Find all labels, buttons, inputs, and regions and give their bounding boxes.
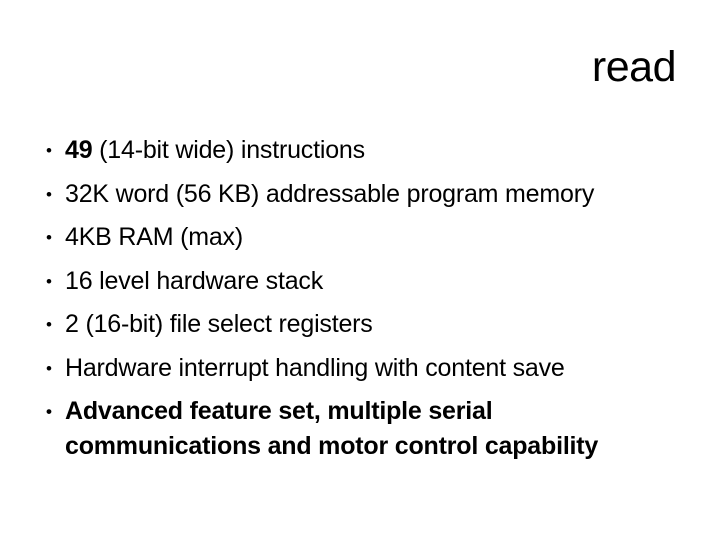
- bullet-text-line-2: communications and motor control capabil…: [65, 432, 599, 460]
- bullet-text-line-1: Advanced feature set, multiple serial: [65, 397, 493, 425]
- bullet-icon: •: [46, 228, 52, 247]
- bullet-icon: •: [46, 271, 52, 291]
- slide-title: read: [591, 43, 677, 91]
- bullet-icon: •: [46, 141, 52, 160]
- bullet-text: 32K word (56 KB) addressable program mem…: [65, 179, 595, 208]
- bullet-item-advanced-features: • Advanced feature set, multiple serial …: [46, 394, 676, 464]
- bullet-icon: •: [46, 402, 52, 421]
- bullet-icon: •: [46, 315, 52, 334]
- bullet-icon: •: [46, 358, 52, 378]
- bullet-item-interrupt-handling: • Hardware interrupt handling with conte…: [46, 351, 676, 386]
- bullet-item-ram: • 4KB RAM (max): [46, 220, 676, 255]
- bullet-text: 4KB RAM (max): [65, 223, 243, 251]
- bullet-text: 2 (16-bit) file select registers: [65, 310, 373, 338]
- bullet-text: (14-bit wide) instructions: [92, 136, 365, 164]
- bullet-item-file-select-registers: • 2 (16-bit) file select registers: [46, 307, 676, 342]
- bullet-icon: •: [46, 184, 52, 204]
- bullet-item-hardware-stack: • 16 level hardware stack: [46, 264, 676, 299]
- bullet-item-program-memory: • 32K word (56 KB) addressable program m…: [46, 177, 676, 212]
- bullet-bold-number: 49: [65, 136, 93, 164]
- bullet-text: Hardware interrupt handling with content…: [65, 353, 565, 382]
- bullet-text: 16 level hardware stack: [65, 266, 324, 295]
- bullet-list: • 49 (14-bit wide) instructions • 32K wo…: [46, 133, 676, 473]
- bullet-item-instructions: • 49 (14-bit wide) instructions: [46, 133, 676, 168]
